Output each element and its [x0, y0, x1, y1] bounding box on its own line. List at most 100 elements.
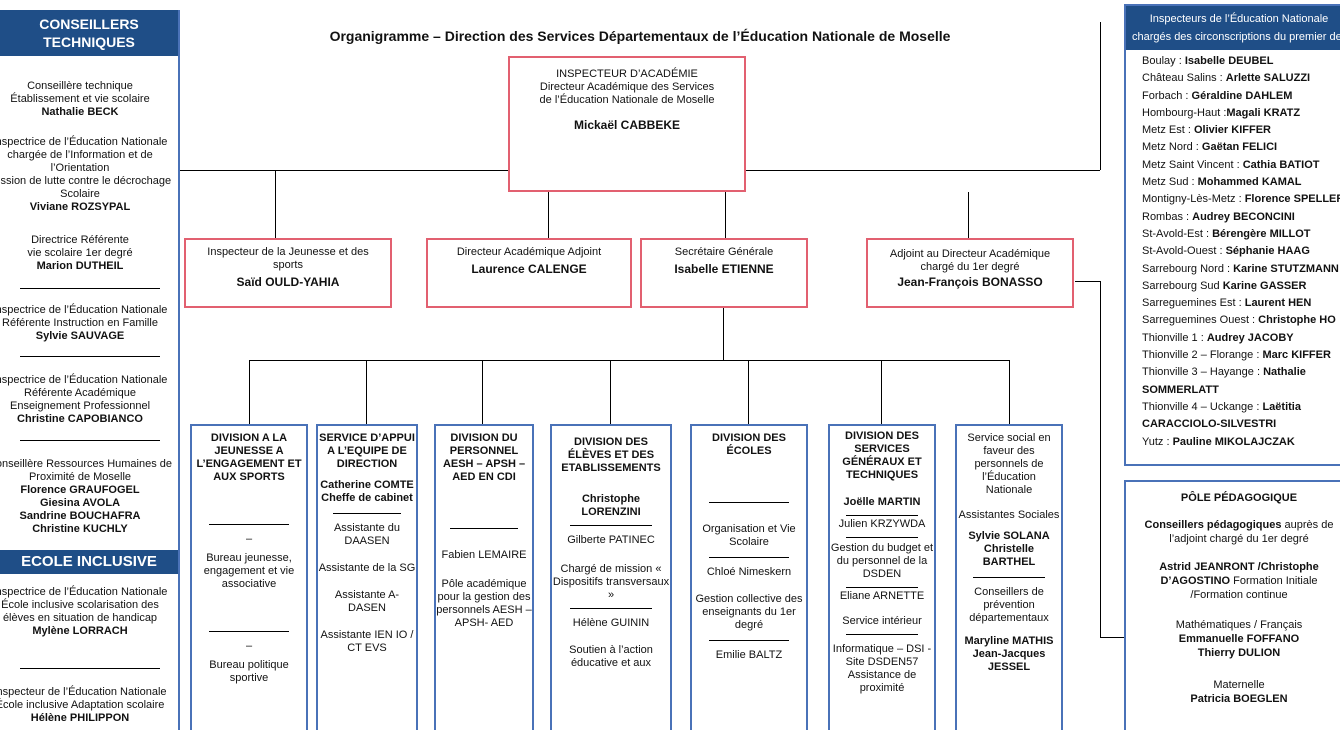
left-section-lorrach: Inspectrice de l’Éducation Nationale Éco… — [0, 586, 178, 638]
inspecteur-name: Géraldine DAHLEM — [1191, 89, 1293, 102]
jeunesse-sports-box: Inspecteur de la Jeunesse et des sports … — [184, 238, 392, 308]
person-name: Saïd OULD-YAHIA — [236, 275, 340, 289]
left-section-crh: Conseillère Ressources Humaines de Proxi… — [0, 458, 178, 536]
person-name: Chloé Nimeskern — [706, 566, 792, 578]
connector-line — [249, 360, 251, 424]
daa-box: Directeur Académique Adjoint Laurence CA… — [426, 238, 632, 308]
person-name: Fabien LEMAIRE — [441, 549, 527, 561]
role-text: Mission de lutte contre le décrochage — [0, 175, 172, 187]
separator — [20, 668, 160, 669]
division-title: Service social en faveur des personnels … — [967, 432, 1051, 496]
separator — [332, 513, 402, 514]
circonscription-place: Metz Saint Vincent : — [1142, 158, 1243, 171]
inspecteur-name: Olivier KIFFER — [1193, 124, 1271, 137]
person-name: Isabelle ETIENNE — [674, 262, 774, 276]
cp-text: l’adjoint chargé du 1er degré — [1169, 533, 1309, 545]
connector-line — [610, 360, 612, 424]
circonscription-item: Sarreguemines Ouest : Christophe HO — [1142, 312, 1340, 329]
inspecteur-name: Karine STUTZMANN — [1233, 262, 1339, 275]
connector-line — [1100, 637, 1126, 639]
division-item: Informatique – DSI - Site DSDEN57 Assist… — [832, 643, 932, 694]
conseillers-techniques-column: CONSEILLERS TECHNIQUES Conseillère techn… — [0, 10, 180, 730]
inspecteur-name: Isabelle DEUBEL — [1184, 55, 1274, 67]
person-name: Jean-Jacques JESSEL — [972, 648, 1046, 673]
inspecteur-name: Séphanie HAAG — [1225, 245, 1310, 258]
circonscription-item: Thionville 1 : Audrey JACOBY — [1142, 330, 1340, 347]
circonscription-place: St-Avold-Est : — [1142, 227, 1213, 240]
division-title: SERVICE D’APPUI A L’EQUIPE DE DIRECTION — [319, 432, 415, 470]
division-title: DIVISION DES SERVICES GÉNÉRAUX ET TECHNI… — [842, 430, 922, 481]
person-name: D’AGOSTINO — [1160, 575, 1231, 587]
role-text: École inclusive Adaptation scolaire — [0, 699, 165, 711]
connector-line — [1009, 360, 1011, 424]
division-item: Assistante A-DASEN — [334, 589, 400, 614]
division-item: Soutien à l’action éducative et aux — [569, 644, 653, 669]
separator — [845, 537, 919, 538]
role-text: chargée de l’Information et de — [7, 149, 153, 161]
person-name: Catherine COMTE Cheffe de cabinet — [320, 479, 414, 504]
cp-label: Conseillers pédagogiques — [1144, 519, 1282, 531]
separator — [569, 608, 653, 609]
separator — [845, 587, 919, 588]
dash: – — [245, 533, 253, 545]
left-section-rozsypal: Inspectrice de l’Éducation Nationale cha… — [0, 136, 178, 214]
person-name: Mickaël CABBEKE — [573, 118, 681, 132]
inspecteur-name: Gaëtan FELICI — [1201, 141, 1278, 154]
person-name: Emilie BALTZ — [715, 649, 783, 661]
connector-line — [366, 360, 368, 424]
conseillers-header: CONSEILLERS TECHNIQUES — [0, 10, 178, 56]
division-item: Bureau jeunesse, engagement et vie assoc… — [203, 552, 295, 590]
person-name: Emmanuelle FOFFANO — [1178, 633, 1300, 645]
circonscription-item: Thionville 2 – Florange : Marc KIFFER — [1142, 347, 1340, 364]
person-name: Christine KUCHLY — [32, 523, 128, 535]
person-name: Christelle BARTHEL — [982, 543, 1036, 568]
circonscription-item: Metz Nord : Gaëtan FELICI — [1142, 139, 1340, 156]
person-name: Joëlle MARTIN — [843, 496, 921, 508]
role-text: Enseignement Professionnel — [9, 400, 151, 412]
role-text: élèves en situation de handicap — [2, 612, 158, 624]
role-text: vie scolaire 1er degré — [27, 247, 133, 259]
connector-line — [725, 192, 727, 238]
person-name: Hélène GUININ — [572, 617, 650, 629]
connector-line — [881, 360, 883, 424]
person-name: Nathalie BECK — [41, 106, 119, 118]
circonscription-place: Rombas : — [1142, 210, 1193, 223]
division-item: Gestion collective des enseignants du 1e… — [695, 593, 803, 631]
circonscription-item: Forbach : Géraldine DAHLEM — [1142, 88, 1340, 105]
left-section-sauvage: Inspectrice de l’Éducation Nationale Réf… — [0, 304, 178, 343]
adjoint-1er-degre-box: Adjoint au Directeur Académique chargé d… — [866, 238, 1074, 308]
separator — [20, 356, 160, 357]
left-section-capobianco: Inspectrice de l’Éducation Nationale Réf… — [0, 374, 178, 426]
connector-line — [1100, 22, 1102, 170]
conseillers-header-line: CONSEILLERS — [39, 16, 139, 32]
circonscription-place: St-Avold-Ouest : — [1142, 245, 1226, 258]
separator — [20, 288, 160, 289]
page-title: Organigramme – Direction des Services Dé… — [329, 28, 951, 44]
person-name: Jean-François BONASSO — [897, 275, 1043, 289]
circonscription-item: Yutz : Pauline MIKOLAJCZAK — [1142, 434, 1340, 451]
inspecteur-name: Karine GASSER — [1222, 279, 1307, 292]
inspecteur-name: Audrey BECONCINI — [1192, 210, 1295, 223]
connector-line — [249, 360, 1009, 362]
role-text: Maternelle — [1213, 679, 1265, 691]
person-name: Marion DUTHEIL — [36, 260, 124, 272]
inspecteur-name: SOMMERLATT — [1142, 383, 1219, 396]
circonscription-item: SOMMERLATT — [1142, 382, 1340, 399]
person-name: Sylvie SOLANA — [968, 530, 1050, 542]
circonscription-place: Metz Nord : — [1142, 141, 1202, 154]
person-name: Mylène LORRACH — [32, 625, 128, 637]
division-title: DIVISION DES ÉLÈVES ET DES ETABLISSEMENT… — [561, 436, 661, 474]
division-services-generaux: DIVISION DES SERVICES GÉNÉRAUX ET TECHNI… — [828, 424, 936, 730]
circonscription-place: Boulay : — [1142, 55, 1185, 67]
conseillers-header-line: TECHNIQUES — [43, 34, 135, 50]
division-personnel-aesh: DIVISION DU PERSONNEL AESH – APSH – AED … — [434, 424, 534, 730]
inspecteur-name: Arlette SALUZZI — [1225, 72, 1311, 85]
circonscription-place: Yutz : — [1142, 435, 1173, 448]
role-text: Adjoint au Directeur Académique chargé d… — [889, 248, 1051, 273]
inspecteur-name: Mohammed KAMAL — [1197, 176, 1302, 189]
role-text: Directeur Académique Adjoint — [456, 246, 602, 258]
person-name: Hélène PHILIPPON — [30, 712, 130, 724]
person-name: Patricia BOEGLEN — [1190, 693, 1288, 705]
circonscription-item: CARACCIOLO-SILVESTRI — [1142, 416, 1340, 433]
